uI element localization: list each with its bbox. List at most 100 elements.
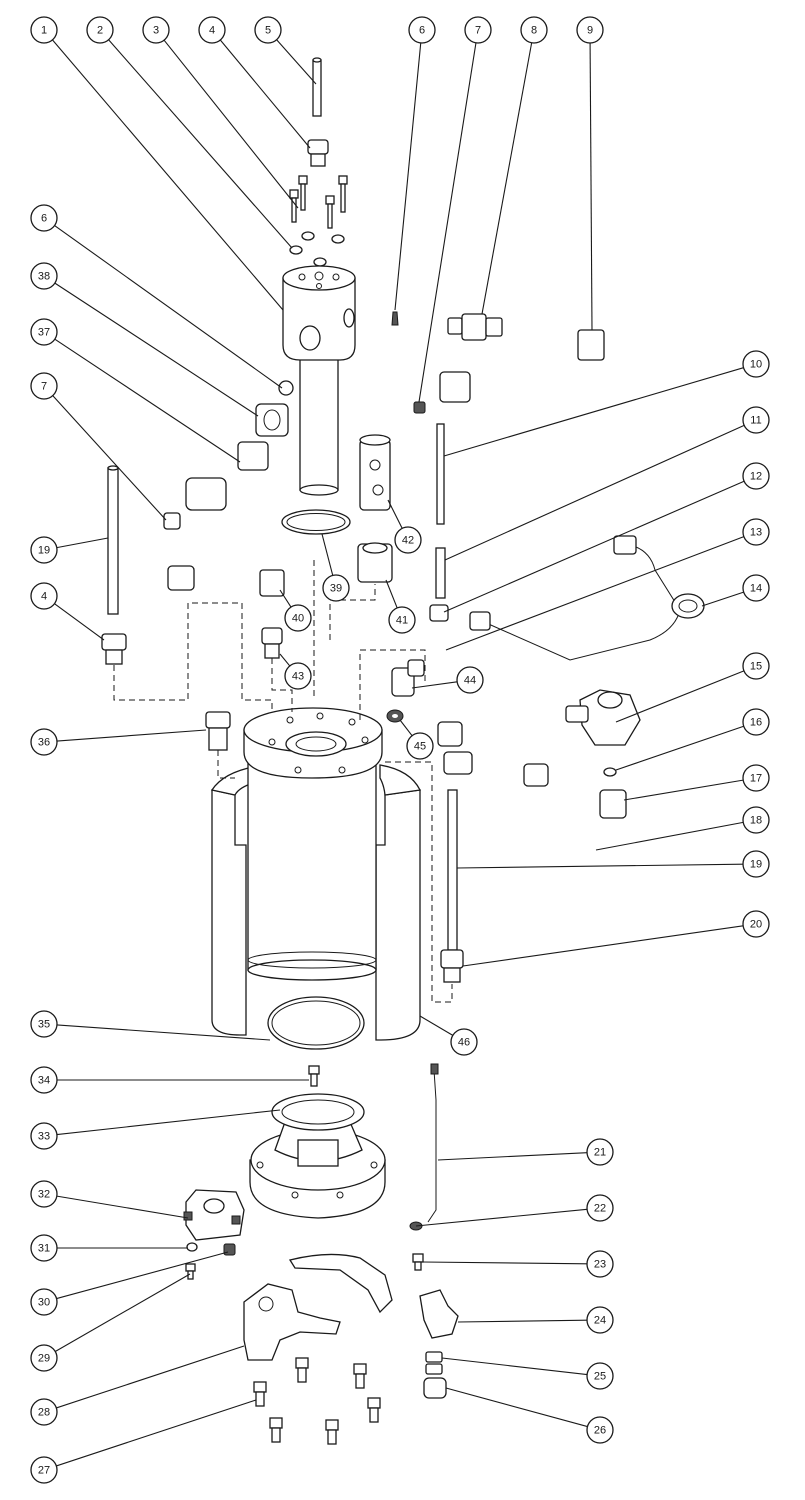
callout-circle — [394, 526, 422, 554]
callout-circle — [450, 1028, 478, 1056]
callout-circle — [742, 850, 770, 878]
leader-line-12 — [443, 480, 745, 613]
callout-circle — [30, 1010, 58, 1038]
callout-number: 5 — [265, 25, 271, 37]
leader-line-35 — [56, 1024, 271, 1041]
leader-line-28 — [56, 1345, 245, 1409]
callout-11: 11 — [742, 406, 770, 434]
callout-1: 1 — [30, 16, 58, 44]
callout-number: 34 — [38, 1075, 50, 1087]
callout-circle — [520, 16, 548, 44]
callout-46: 46 — [450, 1028, 478, 1056]
callout-number: 44 — [464, 675, 476, 687]
callout-number: 45 — [414, 741, 426, 753]
callout-25: 25 — [586, 1362, 614, 1390]
parts-layer — [101, 57, 705, 1445]
callout-6: 6 — [30, 204, 58, 232]
part-nut-left — [255, 403, 289, 437]
part-oring-large — [281, 509, 351, 535]
callout-35: 35 — [30, 1010, 58, 1038]
part-hex-fitting — [357, 542, 393, 583]
part-sensor-wire — [469, 535, 705, 661]
callout-circle — [464, 16, 492, 44]
callout-19: 19 — [742, 850, 770, 878]
callout-number: 7 — [475, 25, 481, 37]
callout-36: 36 — [30, 728, 58, 756]
part-small-nut-right — [413, 401, 426, 414]
callout-circle — [198, 16, 226, 44]
callout-circle — [388, 606, 416, 634]
callout-number: 15 — [750, 661, 762, 673]
callout-circle — [30, 1066, 58, 1094]
leader-line-43 — [279, 653, 291, 667]
part-elbow-44 — [391, 659, 425, 697]
part-fitting-43 — [261, 627, 283, 659]
callout-number: 32 — [38, 1189, 50, 1201]
callout-number: 24 — [594, 1315, 606, 1327]
callout-number: 8 — [531, 25, 537, 37]
callout-number: 20 — [750, 919, 762, 931]
part-small-rod — [391, 311, 399, 326]
callout-circle — [30, 204, 58, 232]
callout-8: 8 — [520, 16, 548, 44]
part-elbow-fitting — [185, 441, 269, 511]
leader-line-6 — [394, 42, 422, 311]
leader-line-6 — [54, 225, 283, 389]
callout-circle — [30, 16, 58, 44]
callout-circle — [30, 372, 58, 400]
callout-number: 6 — [41, 213, 47, 225]
leader-lines — [52, 39, 745, 1467]
callout-number: 33 — [38, 1131, 50, 1143]
callout-number: 13 — [750, 527, 762, 539]
leader-line-4 — [54, 603, 105, 641]
part-washers-top — [289, 231, 345, 267]
leader-line-36 — [56, 729, 207, 742]
callout-number: 29 — [38, 1353, 50, 1365]
leader-line-9 — [589, 42, 593, 331]
callout-38: 38 — [30, 262, 58, 290]
callout-circle — [742, 910, 770, 938]
callout-circle — [284, 604, 312, 632]
callout-6: 6 — [408, 16, 436, 44]
callout-number: 39 — [330, 583, 342, 595]
callout-14: 14 — [742, 574, 770, 602]
callout-circle — [742, 652, 770, 680]
leader-line-4 — [219, 39, 311, 149]
leader-line-21 — [437, 1152, 588, 1161]
callout-circle — [30, 536, 58, 564]
callout-circle — [586, 1416, 614, 1444]
callout-circle — [142, 16, 170, 44]
callout-circle — [576, 16, 604, 44]
part-brackets-28 — [243, 1253, 393, 1361]
part-washer-16 — [603, 767, 617, 777]
callout-circle — [30, 582, 58, 610]
part-fittings-25-26 — [423, 1351, 447, 1399]
callout-32: 32 — [30, 1180, 58, 1208]
leader-line-1 — [52, 39, 284, 311]
part-heating-flange — [249, 1093, 386, 1219]
callout-circle — [86, 16, 114, 44]
leader-line-19 — [456, 863, 744, 869]
callout-number: 6 — [419, 25, 425, 37]
callout-2: 2 — [86, 16, 114, 44]
callout-number: 35 — [38, 1019, 50, 1031]
callout-10: 10 — [742, 350, 770, 378]
callout-number: 31 — [38, 1243, 50, 1255]
callout-12: 12 — [742, 462, 770, 490]
callout-21: 21 — [586, 1138, 614, 1166]
callout-circle — [742, 518, 770, 546]
part-bolts-top — [289, 175, 348, 229]
callout-15: 15 — [742, 652, 770, 680]
part-fitting-20 — [440, 949, 464, 983]
callout-circle — [30, 1398, 58, 1426]
part-fitting-left — [101, 633, 127, 665]
callout-circle — [322, 574, 350, 602]
callout-number: 9 — [587, 25, 593, 37]
callout-9: 9 — [576, 16, 604, 44]
callout-circle — [30, 1180, 58, 1208]
callout-27: 27 — [30, 1456, 58, 1484]
leader-line-42 — [387, 499, 403, 529]
